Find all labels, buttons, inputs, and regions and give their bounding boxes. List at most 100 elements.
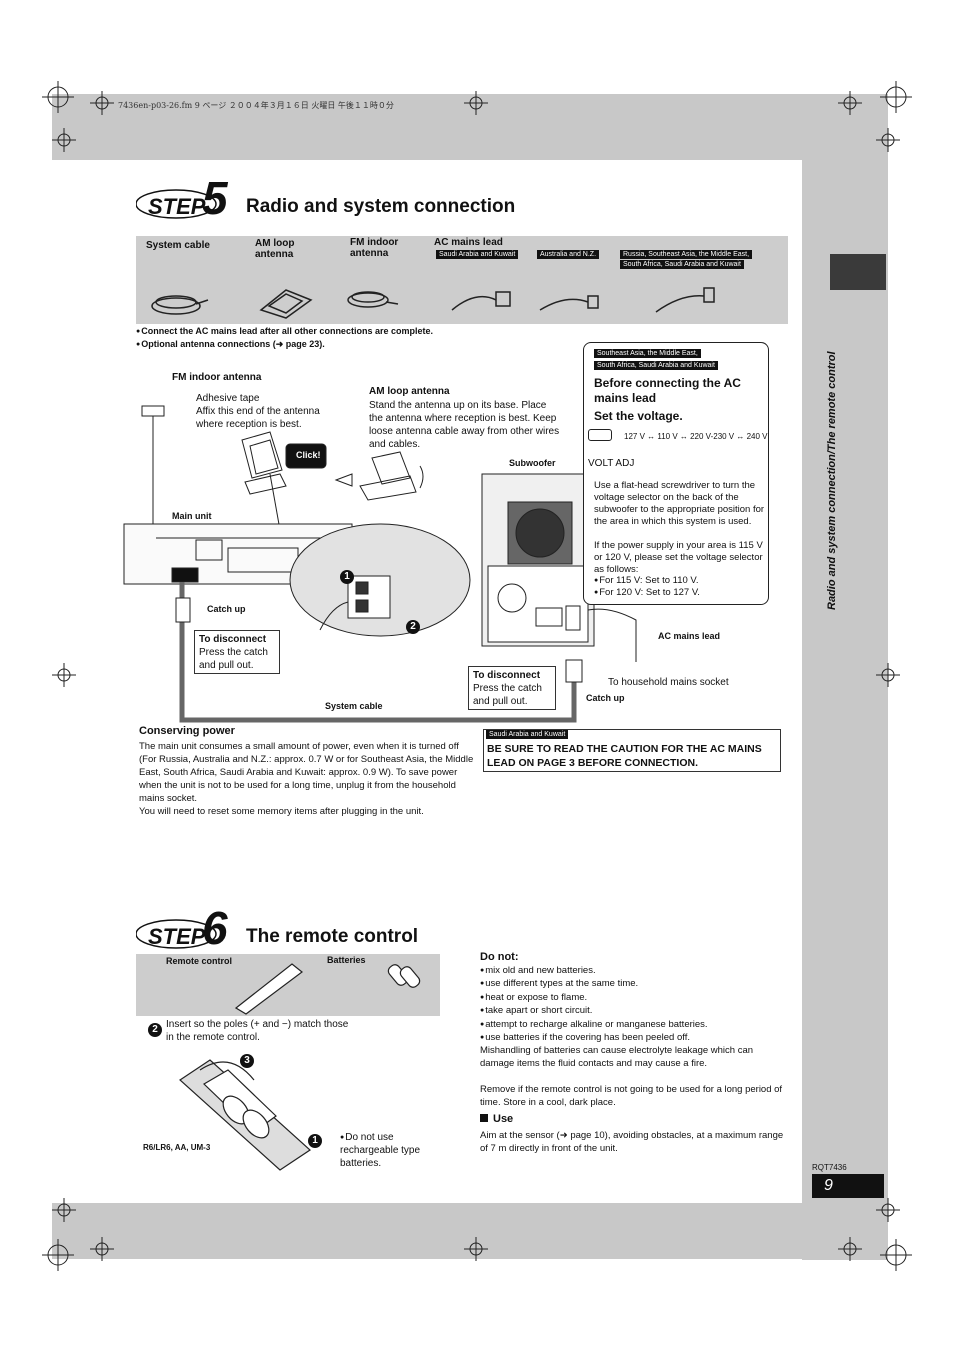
- step5-title: Radio and system connection: [246, 196, 516, 217]
- system-cable-route: [179, 582, 577, 723]
- tag-aus: Australia and N.Z.: [537, 250, 600, 259]
- acc-am-loop: AM loop antenna: [255, 238, 295, 260]
- tag-russia-2: South Africa, Saudi Arabia and Kuwait: [620, 260, 744, 269]
- reg-mark-tl2: [90, 91, 114, 115]
- reg-mark-tr2: [838, 91, 862, 115]
- do-not-item: use different types at the same time.: [480, 977, 708, 990]
- voltage-tag-2: South Africa, Saudi Arabia and Kuwait: [594, 361, 718, 370]
- disconnect-note-2: To disconnect Press the catch and pull o…: [468, 666, 556, 710]
- do-not-item: mix old and new batteries.: [480, 964, 708, 977]
- reg-mark-tc: [464, 91, 488, 115]
- acc-system-cable: System cable: [146, 240, 210, 251]
- disconnect-text-1: Press the catch and pull out.: [199, 647, 268, 671]
- click-bubble: [285, 443, 327, 469]
- connection-notes: Connect the AC mains lead after all othe…: [136, 325, 433, 351]
- rechargeable-text: Do not use rechargeable type batteries.: [340, 1131, 440, 1170]
- reg-mark-bl3: [52, 1198, 76, 1222]
- square-bullet-icon: [480, 1114, 488, 1122]
- system-cable-diagram-label: System cable: [325, 701, 383, 711]
- reg-mark-bl2: [90, 1237, 114, 1261]
- doc-code: RQT7436: [812, 1163, 847, 1172]
- voltage-setting: For 115 V: Set to 110 V.: [594, 575, 700, 587]
- step5-badge: STEP 5: [136, 172, 236, 224]
- ac-lead-russia-icon: [655, 287, 715, 313]
- remote-control-icon: [234, 963, 303, 1015]
- step-marker-2b: 2: [148, 1019, 162, 1037]
- voltage-setting: For 120 V: Set to 127 V.: [594, 587, 700, 599]
- catch-up-label-1: Catch up: [207, 604, 246, 614]
- reg-mark-tl: [42, 81, 74, 113]
- click-label: Click!: [296, 450, 321, 460]
- remote-accessories-box: [136, 954, 440, 1016]
- reg-mark-r1: [876, 128, 900, 152]
- ac-lead-aus-icon: [539, 295, 599, 311]
- arrow-left-icon: [334, 473, 353, 487]
- reg-mark-br: [880, 1239, 912, 1271]
- file-header-line: 7436en-p03-26.fm 9 ページ ２００４年３月１６日 火曜日 午後…: [118, 101, 394, 110]
- caution-text: BE SURE TO READ THE CAUTION FOR THE AC M…: [487, 743, 762, 769]
- catch-up-label-2: Catch up: [586, 693, 625, 703]
- use-text: Aim at the sensor (➜ page 10), avoiding …: [480, 1130, 784, 1154]
- disconnect-note-1: To disconnect Press the catch and pull o…: [194, 630, 280, 674]
- adhesive-tape-icon: [141, 405, 165, 417]
- reg-mark-br2: [838, 1237, 862, 1261]
- battery-type-label: R6/LR6, AA, UM-3: [143, 1143, 211, 1152]
- am-antenna-assembly-icon: [359, 451, 424, 501]
- reg-mark-bc: [464, 1237, 488, 1261]
- am-loop-antenna-icon: [241, 431, 287, 531]
- do-not-title: Do not:: [480, 951, 519, 963]
- adhesive-tape-label: Adhesive tape: [196, 393, 260, 404]
- reg-mark-ml: [52, 663, 76, 687]
- conserving-title: Conserving power: [139, 725, 235, 737]
- remote-accessory-illustrations: [234, 963, 421, 1015]
- rechargeable-note: Do not use rechargeable type batteries.: [340, 1131, 440, 1170]
- reg-mark-tr: [880, 81, 912, 113]
- step-marker-2: 2: [406, 616, 420, 634]
- insert-text: Insert so the poles (+ and −) match thos…: [166, 1019, 349, 1043]
- acc-ac-lead: AC mains lead: [434, 237, 503, 248]
- screwdriver-icon: [588, 429, 612, 441]
- step-marker-1b: 1: [308, 1130, 322, 1148]
- step-marker-3: 3: [240, 1050, 254, 1068]
- remote-control-label: Remote control: [166, 956, 233, 966]
- voltage-settings: For 115 V: Set to 110 V. For 120 V: Set …: [594, 575, 700, 599]
- fm-indoor-label: FM indoor antenna: [172, 372, 262, 383]
- battery-icon: [399, 966, 421, 988]
- batteries-label: Batteries: [327, 955, 366, 965]
- footer-band: [52, 1203, 802, 1259]
- system-cable-icon: [151, 295, 209, 315]
- page-number: 9: [812, 1174, 884, 1198]
- mishandling-text: Mishandling of batteries can cause elect…: [480, 1045, 754, 1069]
- step-badge-ellipse: [136, 919, 217, 949]
- step5-number: 5: [202, 172, 228, 224]
- remove-text: Remove if the remote control is not goin…: [480, 1084, 783, 1108]
- tag-saudi: Saudi Arabia and Kuwait: [436, 250, 519, 259]
- note-item: Optional antenna connections (➜ page 23)…: [136, 338, 433, 351]
- disconnect-title-2: To disconnect: [473, 670, 541, 681]
- household-socket-label: To household mains socket: [608, 677, 729, 688]
- affix-text: Affix this end of the antenna where rece…: [196, 406, 320, 430]
- subwoofer-label: Subwoofer: [509, 458, 556, 468]
- disconnect-title-1: To disconnect: [199, 634, 267, 645]
- reg-mark-br3: [876, 1198, 900, 1222]
- voltage-heading: Before connecting the AC mains lead: [594, 376, 741, 405]
- ac-lead-saudi-icon: [451, 291, 511, 311]
- note-item: Connect the AC mains lead after all othe…: [136, 325, 433, 338]
- fm-antenna-icon: [347, 291, 399, 308]
- reg-mark-mr: [876, 663, 900, 687]
- do-not-item: heat or expose to flame.: [480, 991, 708, 1004]
- conserving-text: The main unit consumes a small amount of…: [139, 741, 474, 804]
- do-not-item: attempt to recharge alkaline or manganes…: [480, 1018, 707, 1031]
- step5-word: STEP: [148, 194, 206, 219]
- am-loop-text: Stand the antenna up on its base. Place …: [369, 400, 560, 450]
- section-tab: [830, 254, 886, 290]
- caution-box: Saudi Arabia and Kuwait BE SURE TO READ …: [483, 729, 781, 772]
- voltage-scale: 127 V ↔ 110 V ↔ 220 V-230 V ↔ 240 V: [624, 432, 768, 441]
- tag-russia-1: Russia, Southeast Asia, the Middle East,: [620, 250, 753, 259]
- disconnect-text-2: Press the catch and pull out.: [473, 683, 542, 707]
- do-not-item: take apart or short circuit.: [480, 1004, 708, 1017]
- step6-title: The remote control: [246, 926, 419, 947]
- connection-diagram: [123, 405, 637, 723]
- voltage-tag-1: Southeast Asia, the Middle East,: [594, 349, 701, 358]
